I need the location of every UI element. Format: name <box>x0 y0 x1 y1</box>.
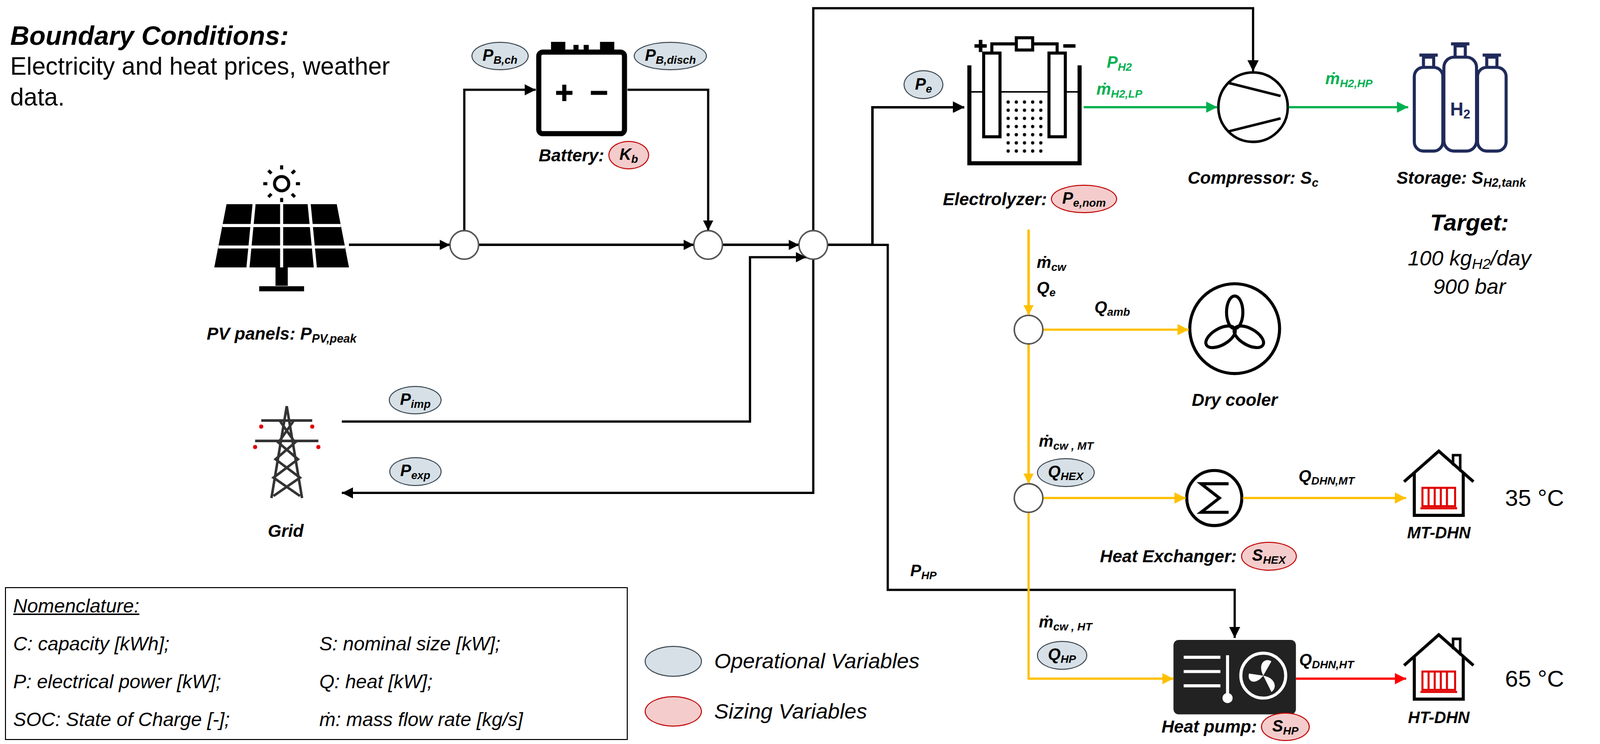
nomenclature-entry: ṁ: mass flow rate [kg/s] <box>319 708 524 731</box>
operational-variable: PB,ch <box>471 41 529 71</box>
component-caption: Electrolyzer: <box>942 189 1047 210</box>
compressor: Compressor: Sc <box>1217 71 1289 143</box>
flow-connector <box>1028 229 1174 679</box>
flow-connector <box>1028 229 1186 498</box>
operational-variable: Pimp <box>388 385 442 415</box>
flow-label: ṁcw <box>1036 252 1067 274</box>
nomenclature-box: Nomenclature: C: capacity [kWh]; S: nomina… <box>4 586 628 740</box>
component-caption: Dry cooler <box>1191 389 1278 410</box>
flow-connector <box>348 7 1254 245</box>
electrolyzer-icon <box>969 37 1080 164</box>
sizing-variable: Kb <box>608 140 650 170</box>
operational-variable: Pexp <box>389 457 442 486</box>
temperature-label: 65 °C <box>1504 665 1564 692</box>
flow-connector <box>1295 677 1406 681</box>
dry-cooler: Dry cooler <box>1188 282 1281 375</box>
nomenclature-entry: Q: heat [kW]; <box>319 670 433 693</box>
sizing-variable: Pe,nom <box>1050 184 1118 214</box>
legend-text: Operational Variables <box>714 648 920 674</box>
grid-pylon-icon <box>252 406 321 498</box>
pv-panels: PV panels: PPV,peak <box>214 168 349 293</box>
compressor-icon <box>1218 72 1288 142</box>
flow-connector <box>1288 106 1409 109</box>
legend-swatch <box>644 645 702 677</box>
flow-label: ṁcw , MT <box>1038 431 1094 453</box>
flow-label: Qe <box>1036 278 1056 299</box>
component-caption: Compressor: Sc <box>1187 167 1319 190</box>
flow-label: PHP <box>910 561 937 582</box>
flow-label: QDHN,HT <box>1299 650 1355 671</box>
nomenclature-entry: C: capacity [kWh]; <box>13 632 170 656</box>
flow-connector <box>348 89 536 245</box>
variable-name: SHP <box>1271 716 1299 737</box>
temperature-label: 35 °C <box>1504 484 1564 512</box>
operational-variable: Pe <box>903 70 943 99</box>
legend-swatch <box>644 695 702 727</box>
tank-label: H2 <box>1450 99 1471 122</box>
operational-variable: PB,disch <box>633 41 707 71</box>
heat-exchanger: Heat Exchanger: <box>1185 469 1244 527</box>
battery-icon <box>538 41 625 134</box>
boundary-heading: Boundary Conditions: <box>9 20 289 51</box>
pv-icon <box>214 165 349 289</box>
flow-label: Qamb <box>1094 297 1131 319</box>
nomenclature-entry: P: electrical power [kW]; <box>13 670 222 693</box>
flow-label: ṁH2,HP <box>1325 69 1373 90</box>
operational-variable: QHP <box>1036 640 1088 670</box>
component-caption: Grid <box>267 520 304 541</box>
flow-connector <box>342 107 965 422</box>
flow-connector <box>348 244 1235 638</box>
component-caption: Heat pump: <box>1161 716 1258 737</box>
flow-connector <box>627 89 965 245</box>
variable-name: Kb <box>619 144 638 166</box>
flow-label: ṁH2,LP <box>1096 79 1143 101</box>
component-caption: HT-DHN <box>1407 707 1470 727</box>
nomenclature-entry: SOC: State of Charge [-]; <box>13 708 230 731</box>
target-value: 900 bar <box>1433 274 1506 300</box>
flow-connector <box>1243 496 1407 500</box>
component-caption: PV panels: PPV,peak <box>206 323 357 346</box>
variable-name: QHP <box>1047 644 1076 666</box>
component-caption: Battery: <box>538 145 605 166</box>
battery: Battery: <box>535 40 628 138</box>
dry-cooler-icon <box>1189 283 1280 374</box>
grid: Grid <box>244 400 343 501</box>
ht-dhn: HT-DHN <box>1406 632 1472 702</box>
flow-connector <box>1028 229 1189 330</box>
variable-name: Pe <box>914 74 932 96</box>
electrolyzer: Electrolyzer: <box>964 35 1084 172</box>
flow-connector <box>1083 106 1218 109</box>
flow-connector <box>342 244 814 493</box>
storage-icon <box>1414 43 1506 151</box>
variable-name: Pexp <box>400 460 431 482</box>
flow-label: QDHN,MT <box>1298 466 1355 487</box>
flow-label: ṁcw , HT <box>1038 612 1093 633</box>
variable-name: QHEX <box>1047 461 1084 483</box>
legend-text: Sizing Variables <box>714 698 868 724</box>
operational-variable: QHEX <box>1036 457 1095 487</box>
boundary-text: Electricity and heat prices, weather dat… <box>9 50 414 113</box>
sizing-variable: SHEX <box>1241 541 1298 571</box>
variable-name: Pimp <box>399 389 431 411</box>
flow-label: PH2 <box>1106 52 1132 74</box>
target-heading: Target: <box>1430 209 1509 236</box>
nomenclature-heading: Nomenclature: <box>13 594 140 618</box>
mt-dhn: MT-DHN <box>1406 449 1472 516</box>
variable-name: SHEX <box>1252 545 1286 567</box>
component-caption: Storage: SH2,tank <box>1396 167 1526 190</box>
house-icon <box>1403 451 1474 699</box>
variable-name: PB,disch <box>644 45 696 67</box>
sizing-variable: SHP <box>1260 712 1310 741</box>
target-value: 100 kgH2/day <box>1407 245 1532 273</box>
nomenclature-entry: S: nominal size [kW]; <box>319 632 501 656</box>
heat-exchanger-icon <box>1186 470 1243 526</box>
component-caption: Heat Exchanger: <box>1100 546 1238 567</box>
heat-pump-icon <box>1173 639 1296 715</box>
hydrogen-storage: Storage: SH2,tank <box>1408 40 1511 156</box>
heat-pump: Heat pump: <box>1173 637 1296 715</box>
variable-name: PB,ch <box>482 45 518 67</box>
component-caption: MT-DHN <box>1406 523 1471 543</box>
variable-name: Pe,nom <box>1062 188 1107 210</box>
